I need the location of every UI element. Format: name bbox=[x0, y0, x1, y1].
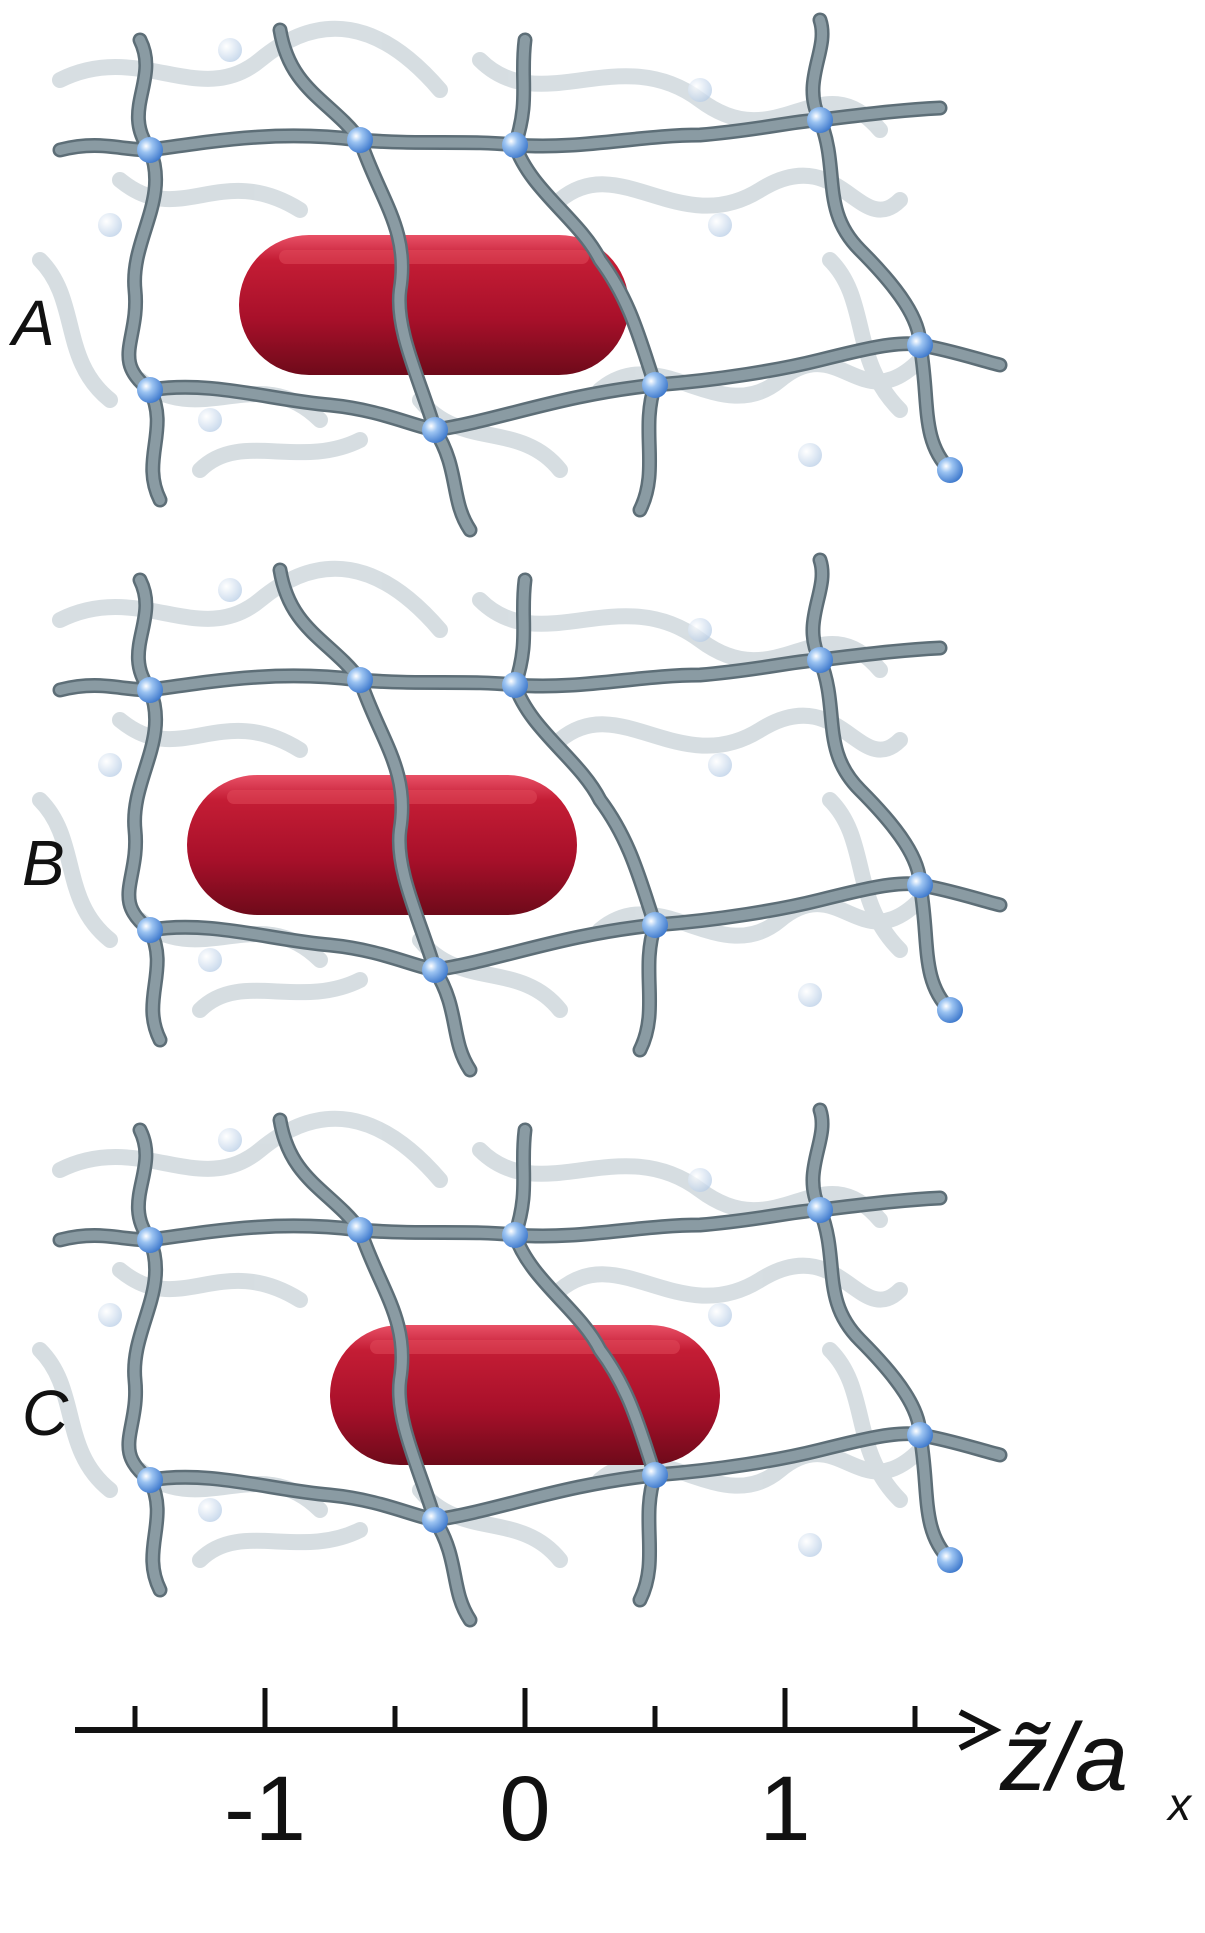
axis-label-subscript: x bbox=[1166, 1778, 1193, 1830]
axis-arrowhead bbox=[958, 1709, 1002, 1751]
panel-label-b: B bbox=[22, 827, 65, 899]
panel-a bbox=[40, 20, 1000, 530]
axis-label: z̃/a bbox=[999, 1704, 1128, 1811]
rod-highlight bbox=[279, 250, 589, 264]
rod-particle bbox=[330, 1325, 720, 1465]
rod-particle bbox=[239, 235, 629, 375]
minor-ticks bbox=[132, 1706, 918, 1730]
rod-highlight bbox=[227, 790, 537, 804]
panel-label-a: A bbox=[8, 287, 55, 359]
panel-label-c: C bbox=[22, 1377, 69, 1449]
panel-b bbox=[40, 560, 1000, 1070]
rod-particle bbox=[187, 775, 577, 915]
z-axis: -1 0 1 z̃/a x bbox=[75, 1688, 1193, 1860]
tick-label: 1 bbox=[759, 1758, 810, 1860]
rod-highlight bbox=[370, 1340, 680, 1354]
major-ticks: -1 0 1 bbox=[224, 1688, 811, 1860]
tick-label: -1 bbox=[224, 1758, 306, 1860]
panel-c bbox=[40, 1110, 1000, 1620]
tick-label: 0 bbox=[499, 1758, 550, 1860]
